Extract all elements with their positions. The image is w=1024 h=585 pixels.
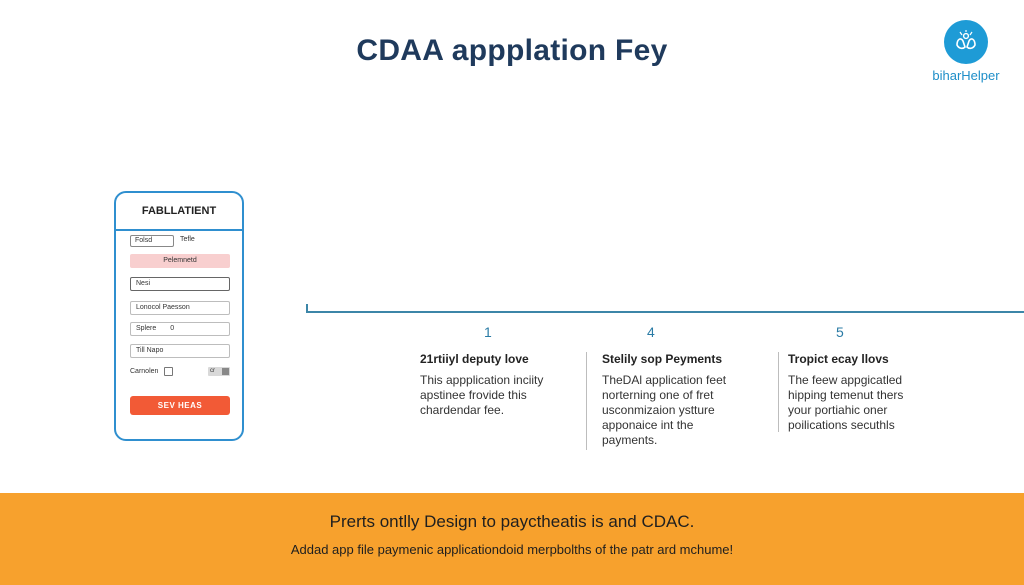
step-divider (586, 352, 587, 450)
toggle-knob (222, 368, 229, 375)
step-heading: Stelily sop Peyments (602, 352, 723, 366)
page-title: CDAA appplation Fey (356, 34, 668, 67)
bottom-banner: Prerts ontlly Design to payctheatis is a… (0, 493, 1024, 585)
timeline (306, 304, 1024, 316)
select-label: Splere (136, 325, 157, 332)
checkbox-label: Carnolen (130, 368, 159, 375)
step-number: 1 (484, 324, 492, 340)
select-field[interactable]: Splere 0 (130, 322, 230, 336)
step-number: 4 (647, 324, 655, 340)
banner-headline: Prerts ontlly Design to payctheatis is a… (329, 512, 695, 531)
step-description: TheDAl application feet norterning one o… (602, 373, 727, 447)
step-divider (778, 352, 779, 432)
toggle-label: cr (210, 368, 215, 374)
small-field[interactable]: Folsd (130, 235, 174, 247)
phone-form-mockup: FABLLATIENT Folsd Tefle Pelemnetd Nesi L… (114, 191, 244, 441)
step-heading: 21rtiiyl deputy love (420, 352, 529, 366)
logo-text: biharHelper (932, 68, 1000, 83)
select-value: 0 (170, 325, 175, 332)
pink-banner: Pelemnetd (130, 254, 230, 268)
step-number: 5 (836, 324, 844, 340)
checkbox[interactable] (164, 367, 173, 376)
small-field-label: Tefle (180, 236, 195, 243)
name-input[interactable]: Nesi (130, 277, 230, 291)
step-description: The feew appgicatled hipping temenut the… (788, 373, 904, 432)
step-heading: Tropict ecay llovs (788, 352, 889, 366)
hands-icon (944, 20, 988, 64)
logo: biharHelper (918, 20, 1014, 83)
banner-subline: Addad app file paymenic applicationdoid … (290, 542, 734, 557)
step-description: This appplication inciity apstinee frovi… (420, 373, 544, 417)
tel-input[interactable]: Till Napo (130, 344, 230, 358)
form-header: FABLLATIENT (116, 193, 242, 231)
timeline-cap (306, 304, 308, 313)
submit-button[interactable]: SEV HEAS (130, 396, 230, 415)
password-input[interactable]: Lonocol Paesson (130, 301, 230, 315)
timeline-line (306, 311, 1024, 313)
toggle-switch[interactable]: cr (208, 367, 230, 376)
